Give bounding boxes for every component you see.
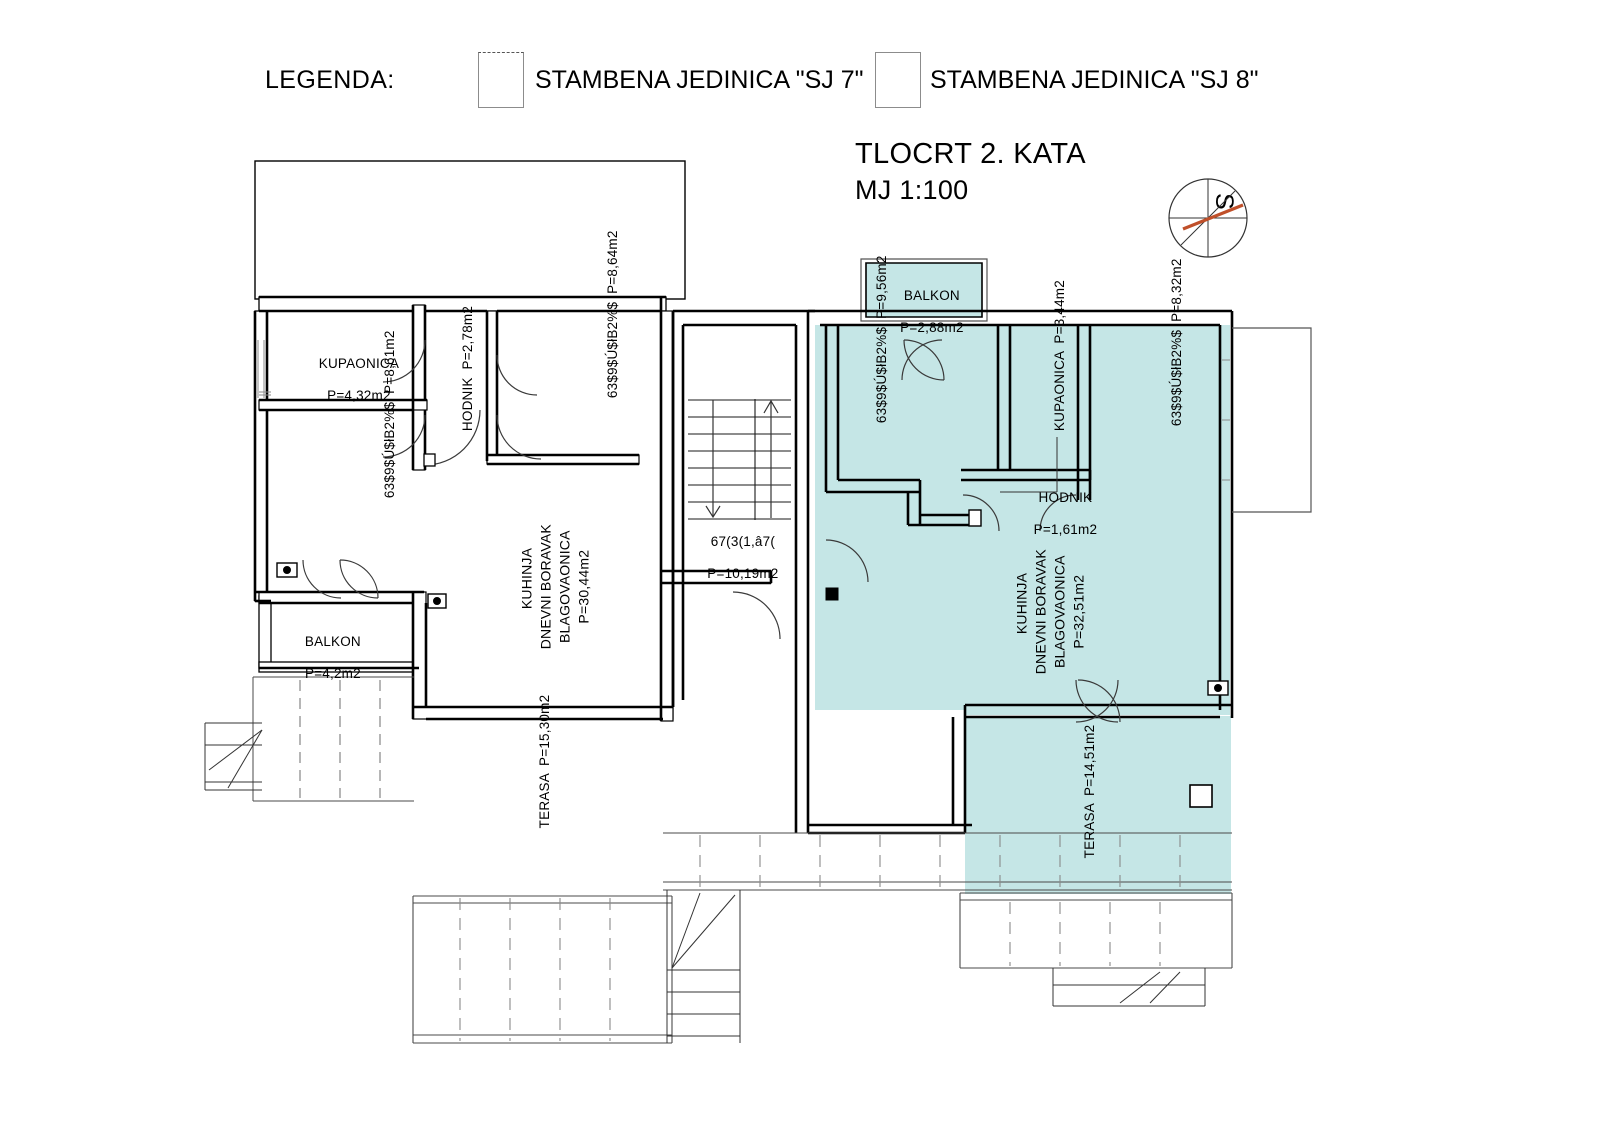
legend-swatch-sj8 (875, 52, 921, 108)
wall-outlines (253, 295, 773, 721)
unit-sj8-walls (808, 258, 1234, 835)
legend: LEGENDA: STAMBENA JEDINICA "SJ 7" STAMBE… (265, 52, 1275, 114)
stair-treads (688, 399, 791, 520)
legend-label-sj8: STAMBENA JEDINICA "SJ 8" (930, 66, 1259, 94)
legend-label-sj7: STAMBENA JEDINICA "SJ 7" (535, 66, 864, 94)
terrace-right-pergola (959, 892, 1233, 1007)
drawing-scale: MJ 1:100 (855, 175, 969, 205)
center-bottom-pergola (663, 832, 1232, 1043)
window-symbols (257, 340, 1230, 481)
legend-title: LEGENDA: (265, 66, 395, 94)
wall-openings (276, 453, 1229, 808)
label-leaders (1000, 437, 1058, 493)
door-swings (302, 339, 1121, 723)
staircase-core (671, 309, 815, 833)
legend-swatch-sj7 (478, 52, 524, 108)
right-outer-projection (1232, 327, 1312, 513)
stair-direction-arrows (705, 399, 779, 519)
unit-sj8-fill (815, 263, 1231, 894)
walls (254, 160, 772, 722)
terrace-left-roof-hatch (412, 895, 673, 1044)
terrace-left-pergola (204, 676, 414, 802)
north-arrow-icon (1168, 178, 1248, 258)
drawing-title: TLOCRT 2. KATA (855, 138, 1086, 170)
title-block: TLOCRT 2. KATA MJ 1:100 (855, 138, 1086, 206)
